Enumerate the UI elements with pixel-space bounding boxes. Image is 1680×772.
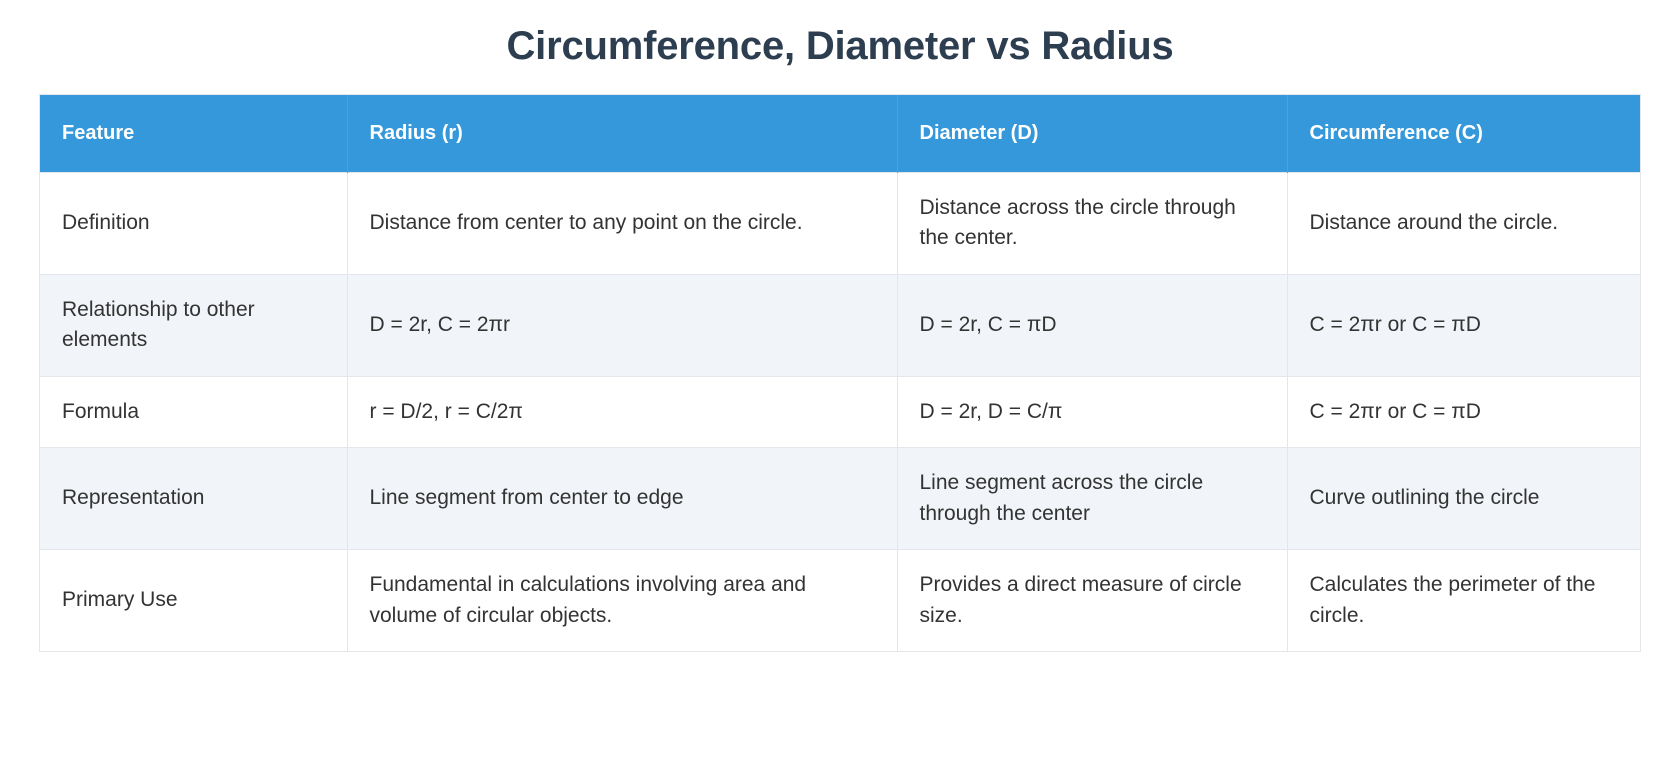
cell-circumference: Calculates the perimeter of the circle. [1287,549,1640,651]
cell-radius: Fundamental in calculations involving ar… [347,549,898,651]
cell-feature: Definition [40,172,348,275]
cell-circumference: Curve outlining the circle [1287,447,1640,550]
cell-circumference: C = 2πr or C = πD [1287,273,1640,377]
cell-feature: Primary Use [40,549,348,651]
cell-radius: Line segment from center to edge [347,447,898,550]
cell-feature: Relationship to other elements [40,273,348,377]
table-row: Representation Line segment from center … [40,447,1640,550]
cell-circumference: C = 2πr or C = πD [1287,375,1640,448]
cell-radius: r = D/2, r = C/2π [347,375,898,448]
cell-feature: Representation [40,447,348,550]
cell-diameter: Line segment across the circle through t… [897,447,1288,550]
cell-circumference: Distance around the circle. [1287,172,1640,275]
cell-diameter: D = 2r, C = πD [897,273,1288,377]
table-row: Primary Use Fundamental in calculations … [40,549,1640,651]
cell-diameter: Provides a direct measure of circle size… [897,549,1288,651]
cell-radius: Distance from center to any point on the… [347,172,898,275]
column-header-radius[interactable]: Radius (r) [347,95,898,173]
cell-diameter: D = 2r, D = C/π [897,375,1288,448]
cell-diameter: Distance across the circle through the c… [897,172,1288,275]
cell-radius: D = 2r, C = 2πr [347,273,898,377]
comparison-table: Feature Radius (r) Diameter (D) Circumfe… [40,95,1640,651]
table-row: Relationship to other elements D = 2r, C… [40,273,1640,377]
table-body: Definition Distance from center to any p… [40,172,1640,651]
page-title: Circumference, Diameter vs Radius [506,24,1174,68]
column-header-feature[interactable]: Feature [40,95,348,173]
table-row: Formula r = D/2, r = C/2π D = 2r, D = C/… [40,375,1640,448]
column-header-diameter[interactable]: Diameter (D) [897,95,1288,173]
cell-feature: Formula [40,375,348,448]
column-header-circumference[interactable]: Circumference (C) [1287,95,1640,173]
table-row: Definition Distance from center to any p… [40,172,1640,275]
table-header-row: Feature Radius (r) Diameter (D) Circumfe… [40,95,1640,173]
table-header: Feature Radius (r) Diameter (D) Circumfe… [40,95,1640,173]
comparison-table-container: Feature Radius (r) Diameter (D) Circumfe… [40,68,1640,651]
